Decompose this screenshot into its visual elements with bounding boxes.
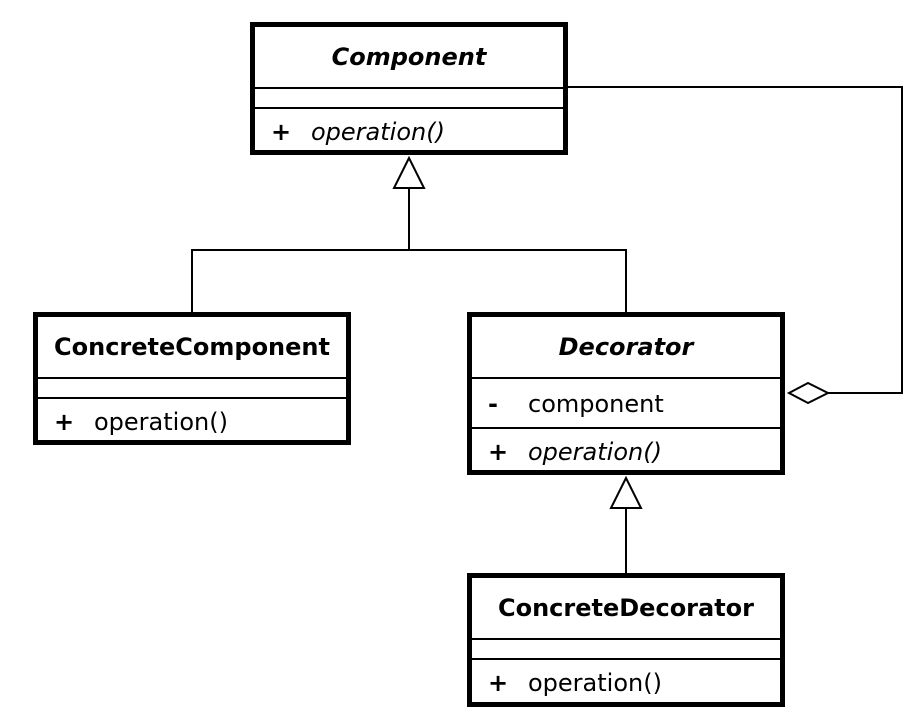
- attributes-compartment-concretedecorator: [472, 638, 780, 658]
- visibility-public: +: [488, 438, 509, 466]
- aggregation-diamond: [786, 381, 831, 405]
- visibility-public: +: [488, 669, 509, 697]
- generalization-arrowhead-decorator: [609, 475, 643, 509]
- class-name-decorator: Decorator: [558, 333, 694, 361]
- class-component[interactable]: Component + operation(): [250, 22, 568, 155]
- class-name-concretecomponent: ConcreteComponent: [54, 333, 330, 361]
- operations-compartment-concretecomponent: + operation(): [38, 397, 346, 443]
- generalization-arrowhead-component: [392, 155, 426, 189]
- class-concretedecorator[interactable]: ConcreteDecorator + operation(): [467, 573, 785, 707]
- class-name-concretedecorator: ConcreteDecorator: [497, 594, 755, 622]
- operations-compartment-decorator: + operation(): [472, 427, 780, 473]
- attributes-compartment-component: [255, 87, 563, 107]
- operation-decorator: operation(): [528, 438, 662, 466]
- operations-compartment-concretedecorator: + operation(): [472, 658, 780, 704]
- generalization-line-decorator: [409, 249, 627, 313]
- class-concretecomponent[interactable]: ConcreteComponent + operation(): [33, 312, 351, 445]
- operations-compartment-component: + operation(): [255, 107, 563, 153]
- attributes-compartment-concretecomponent: [38, 377, 346, 397]
- operation-concretecomponent: operation(): [94, 408, 228, 436]
- attributes-compartment-decorator: - component: [472, 377, 780, 427]
- class-name-component: Component: [331, 43, 487, 71]
- visibility-private: -: [488, 390, 498, 418]
- visibility-public: +: [54, 408, 75, 436]
- operation-component: operation(): [311, 118, 445, 146]
- class-decorator[interactable]: Decorator - component + operation(): [467, 312, 785, 475]
- visibility-public: +: [271, 118, 292, 146]
- aggregation-line: [567, 86, 903, 394]
- operation-concretedecorator: operation(): [528, 669, 662, 697]
- generalization-line-concretecomponent: [191, 249, 409, 313]
- attribute-component: component: [528, 390, 664, 418]
